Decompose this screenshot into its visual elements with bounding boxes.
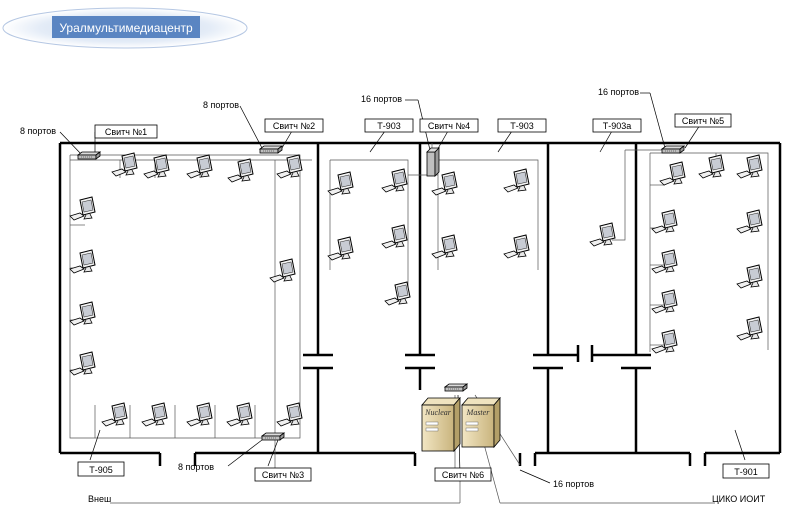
- switch1-box: [94, 124, 158, 139]
- pc-icon: [327, 236, 354, 261]
- cables: [69, 143, 769, 504]
- switch-icon: [259, 145, 283, 154]
- ports-label: 8 портов: [203, 100, 239, 110]
- pc-icon: [736, 154, 763, 179]
- switch2-label: Свитч №2: [273, 121, 315, 131]
- switch-icon: [426, 147, 440, 177]
- computers: [69, 152, 763, 427]
- pc-icon: [327, 171, 354, 196]
- pc-icon: [143, 154, 170, 179]
- room-t905-box: [77, 461, 125, 477]
- pc-icon: [651, 289, 678, 314]
- switch5-box: [674, 113, 732, 128]
- switch3-label: Свитч №3: [262, 470, 304, 480]
- pc-icon: [269, 258, 296, 283]
- pc-icon: [227, 158, 254, 183]
- room-t903-left-label: Т-903: [377, 121, 401, 131]
- pc-icon: [503, 168, 530, 193]
- pc-icon: [651, 209, 678, 234]
- pc-icon: [698, 154, 725, 179]
- logo: Уралмультимедиацентр: [2, 7, 248, 49]
- pc-icon: [69, 249, 96, 274]
- pc-icon: [69, 196, 96, 221]
- room-t903-right-box: [497, 118, 547, 133]
- switch-icon: [261, 432, 285, 441]
- pc-icon: [141, 402, 168, 427]
- switch-devices: [77, 145, 685, 441]
- pc-icon: [101, 402, 128, 427]
- ports-label: 16 портов: [598, 87, 639, 97]
- switch4-label: Свитч №4: [428, 121, 470, 131]
- switch3-box: [254, 467, 312, 482]
- switch1-label: Свитч №1: [105, 127, 147, 137]
- switch2-box: [264, 118, 324, 133]
- pc-icon: [186, 154, 213, 179]
- pc-icon: [69, 301, 96, 326]
- walls: [58, 141, 782, 466]
- room-t903a-label: Т-903а: [603, 121, 632, 131]
- room-t903-left-box: [364, 118, 414, 133]
- room-t905-label: Т-905: [89, 465, 113, 475]
- pc-icon: [503, 234, 530, 259]
- pc-icon: [651, 249, 678, 274]
- ports-label: 8 портов: [20, 126, 56, 136]
- room-t903-right-label: Т-903: [510, 121, 534, 131]
- server-left-icon: Nuclear: [421, 396, 461, 453]
- pc-icon: [651, 329, 678, 354]
- pc-icon: [381, 224, 408, 249]
- switch-icon: [77, 151, 101, 160]
- pc-icon: [111, 152, 138, 177]
- server-right-icon: Master: [461, 396, 501, 449]
- ports-label: 8 портов: [178, 462, 214, 472]
- pc-icon: [276, 402, 303, 427]
- switch4-box: [419, 118, 479, 133]
- text-labels: Свитч №1 Свитч №2 Т-903 Свитч №4 Т-903 Т…: [20, 87, 766, 504]
- ports-label: 16 портов: [361, 94, 402, 104]
- ciko-ioit-label: ЦИКО ИОИТ: [712, 494, 766, 504]
- server-right-label: Master: [466, 408, 491, 417]
- switch5-label: Свитч №5: [682, 116, 724, 126]
- pc-icon: [276, 154, 303, 179]
- external-label: Внеш: [88, 494, 111, 504]
- switch6-label: Свитч №6: [442, 470, 484, 480]
- label-boxes: [77, 113, 770, 482]
- switch-icon: [444, 383, 468, 392]
- pc-icon: [186, 402, 213, 427]
- switch6-box: [434, 467, 492, 482]
- room-t901-box: [722, 463, 770, 479]
- pc-icon: [69, 351, 96, 376]
- logo-text: Уралмультимедиацентр: [59, 21, 193, 35]
- room-t901-label: Т-901: [734, 467, 758, 477]
- pc-icon: [381, 168, 408, 193]
- servers: Nuclear Master: [421, 396, 501, 453]
- pc-icon: [226, 402, 253, 427]
- ports-label: 16 портов: [553, 479, 594, 489]
- pc-icon: [736, 264, 763, 289]
- pc-icon: [431, 234, 458, 259]
- pc-icon: [384, 281, 411, 306]
- room-t903a-box: [592, 118, 642, 133]
- pc-icon: [659, 161, 686, 186]
- pc-icon: [736, 316, 763, 341]
- pc-icon: [589, 222, 616, 247]
- switch-icon: [661, 145, 685, 154]
- server-left-label: Nuclear: [424, 408, 452, 417]
- pc-icon: [736, 209, 763, 234]
